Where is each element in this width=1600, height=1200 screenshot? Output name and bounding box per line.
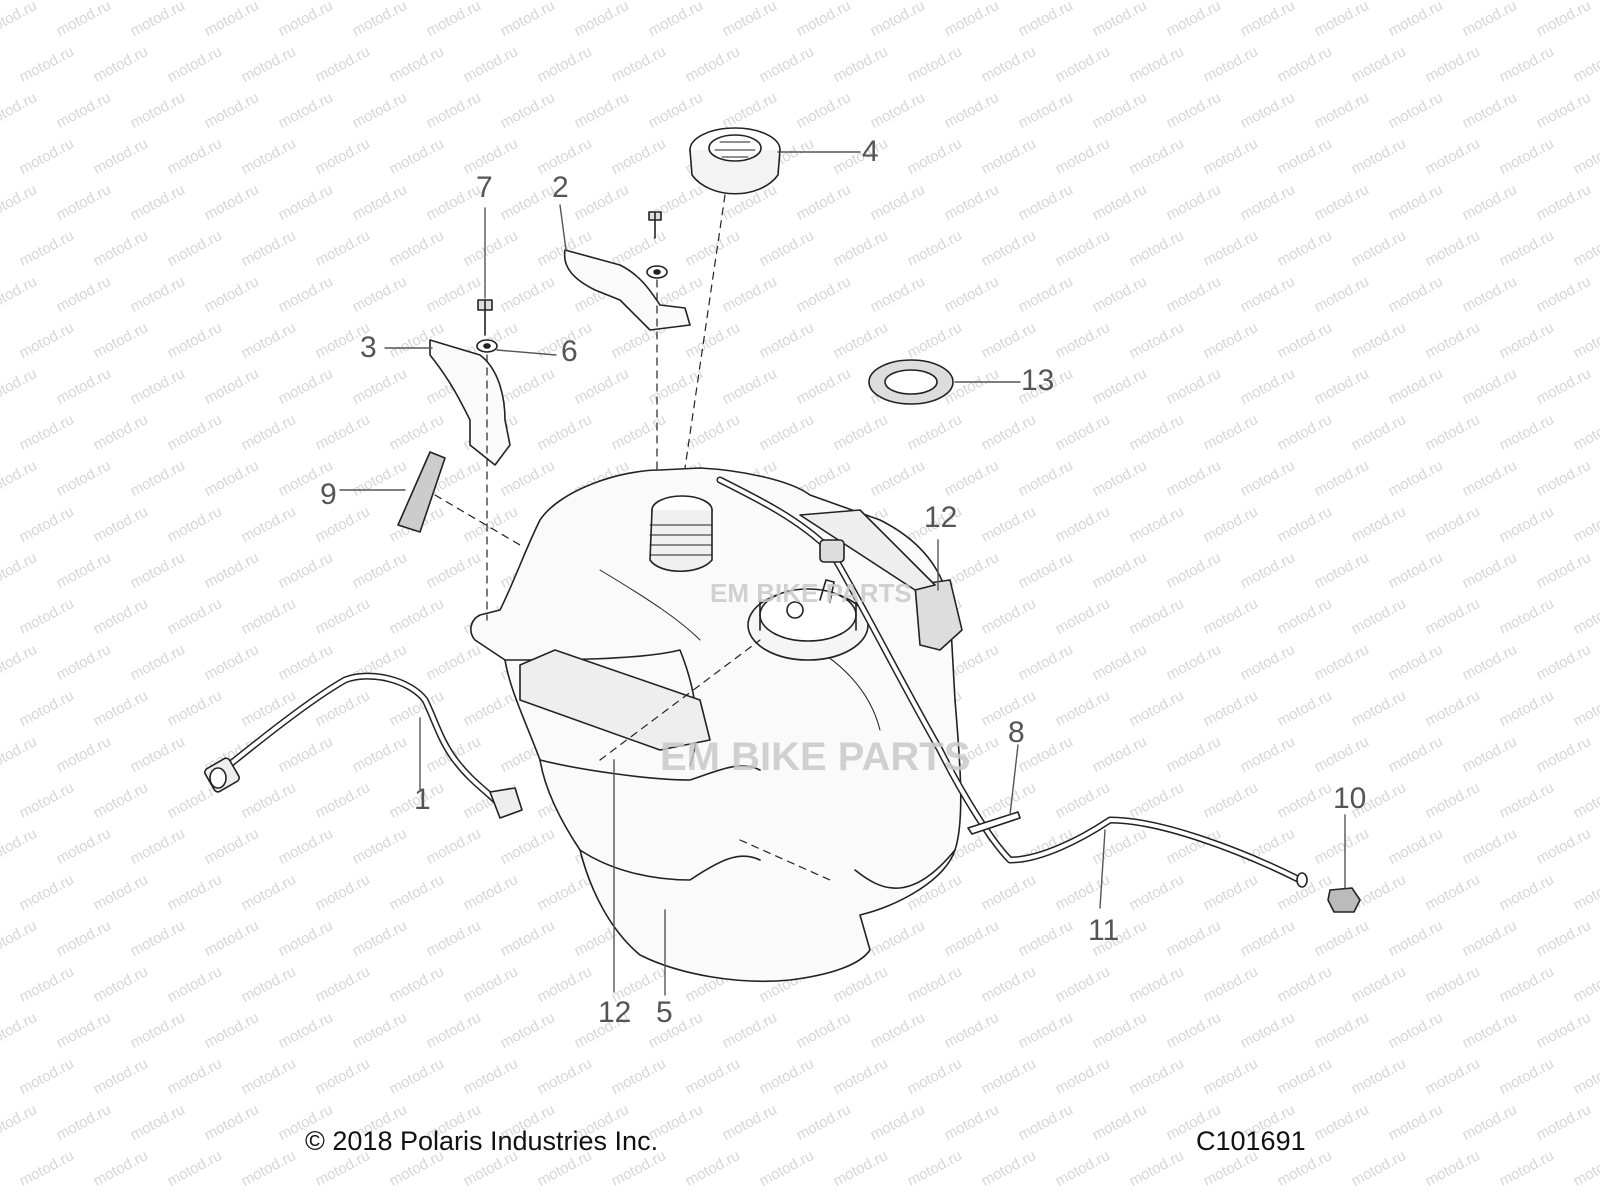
tank-pad-right [914,579,963,651]
callout-12-upper: 12 [924,501,958,534]
bracket-left [429,339,511,466]
hose-clip [967,811,1021,835]
callout-5: 5 [656,996,673,1029]
callout-6: 6 [561,335,578,368]
callout-12-lower: 12 [598,996,632,1029]
copyright-text: © 2018 Polaris Industries Inc. [305,1126,659,1156]
fuel-cap [689,127,781,195]
bolt [477,299,493,336]
tank-pad [519,649,711,751]
watermark-logo-top: EM BIKE PARTS [710,578,912,608]
fuel-line [214,672,499,804]
callout-1: 1 [414,783,431,816]
callout-4: 4 [862,135,879,168]
callout-11: 11 [1088,914,1120,947]
bracket-right [563,249,691,331]
foam-pad [397,451,446,533]
callout-3: 3 [360,331,377,364]
figure-id: C101691 [1196,1126,1306,1156]
callout-7: 7 [476,171,493,204]
watermark-logo-center: EM BIKE PARTS [660,735,971,779]
callout-8: 8 [1008,716,1025,749]
callout-2: 2 [552,171,569,204]
callout-10: 10 [1333,782,1367,815]
callout-13: 13 [1021,364,1055,397]
hose-clip-10 [1327,887,1361,913]
gasket [868,359,954,405]
callout-9: 9 [320,478,337,511]
